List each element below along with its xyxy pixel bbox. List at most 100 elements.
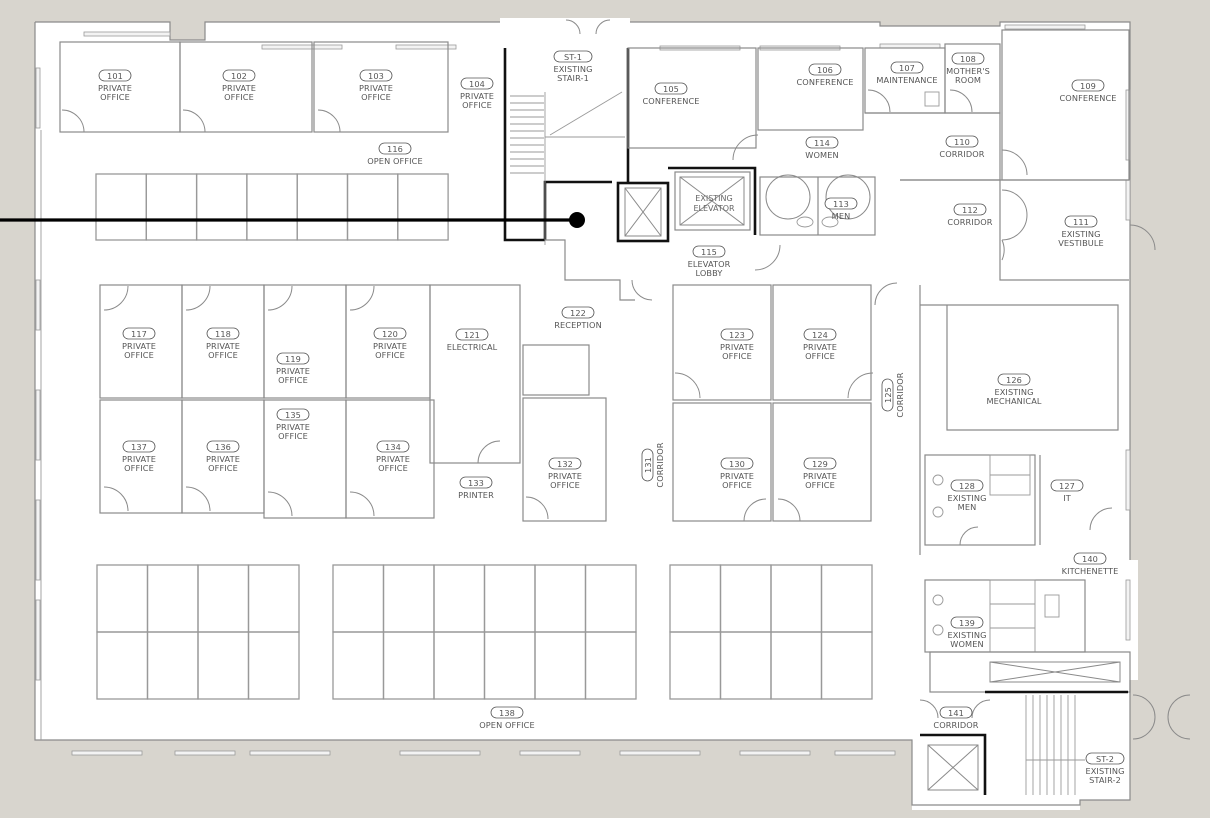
room-name: OFFICE	[124, 463, 154, 473]
room-name: CONFERENCE	[642, 96, 699, 106]
room-number: 102	[231, 71, 247, 81]
walls-top-offices	[59, 41, 449, 133]
walls-ne	[864, 29, 1156, 281]
room-name: LOBBY	[695, 268, 723, 278]
room-name: CONFERENCE	[1059, 93, 1116, 103]
room-name: OFFICE	[124, 350, 154, 360]
room-number: 131	[643, 457, 653, 473]
room-name: RECEPTION	[554, 320, 602, 330]
room-name: OFFICE	[805, 480, 835, 490]
room-name: EXISTING	[553, 64, 592, 74]
workstation-desk	[397, 173, 449, 241]
room-number: 128	[959, 481, 975, 491]
room-number: 110	[954, 137, 970, 147]
room-name: OFFICE	[722, 480, 752, 490]
room-name: OFFICE	[278, 431, 308, 441]
walls-center-offices	[672, 282, 898, 522]
room-number: 113	[833, 199, 849, 209]
room-name: OFFICE	[550, 480, 580, 490]
room-number: 105	[663, 84, 679, 94]
room-number: 124	[812, 330, 828, 340]
room-name: WOMEN	[805, 150, 838, 160]
room-name: OFFICE	[361, 92, 391, 102]
room-number: 101	[107, 71, 123, 81]
room-name: PRIVATE	[98, 83, 132, 93]
room-name: ELEVATOR	[688, 259, 731, 269]
room-name: PRIVATE	[122, 341, 156, 351]
room-name: EXISTING	[1061, 229, 1100, 239]
svg-text:ELEVATOR: ELEVATOR	[693, 204, 735, 213]
room-number: 122	[570, 308, 586, 318]
room-name: CONFERENCE	[796, 77, 853, 87]
room-name: OFFICE	[462, 100, 492, 110]
room-name: PRIVATE	[276, 366, 310, 376]
room-name: PRIVATE	[359, 83, 393, 93]
room-name: OFFICE	[208, 350, 238, 360]
walls-mid-offices	[99, 284, 607, 522]
room-number: 112	[962, 205, 978, 215]
room-name: PRIVATE	[206, 454, 240, 464]
room-number: 136	[215, 442, 231, 452]
elevator-label: EXISTING ELEVATOR	[693, 194, 735, 213]
room-name: STAIR-2	[1089, 775, 1121, 785]
room-number: 118	[215, 329, 231, 339]
room-number: 103	[368, 71, 384, 81]
room-number: 137	[131, 442, 147, 452]
workstation-cluster	[332, 564, 637, 700]
room-name: EXISTING	[994, 387, 1033, 397]
room-name: KITCHENETTE	[1062, 566, 1119, 576]
location-marker	[569, 212, 585, 228]
room-number: 134	[385, 442, 401, 452]
room-name: OFFICE	[722, 351, 752, 361]
building-footprint	[34, 18, 1138, 810]
room-number: 125	[883, 387, 893, 403]
room-number: 138	[499, 708, 515, 718]
room-name: PRIVATE	[548, 471, 582, 481]
room-name: MOTHER'S	[946, 66, 990, 76]
route-indicator	[0, 212, 585, 228]
restrooms-113-114	[759, 174, 876, 236]
room-number: 130	[729, 459, 745, 469]
room-name: EXISTING	[1085, 766, 1124, 776]
room-number: 107	[899, 63, 915, 73]
workstation-desk	[247, 631, 300, 700]
room-name: WOMEN	[950, 639, 983, 649]
room-name: MEN	[958, 502, 977, 512]
room-name: CORRIDOR	[895, 372, 905, 417]
room-name: STAIR-1	[557, 73, 589, 83]
room-name: OFFICE	[805, 351, 835, 361]
room-name: CORRIDOR	[655, 442, 665, 487]
room-number: 117	[131, 329, 147, 339]
room-number: 115	[701, 247, 717, 257]
room-number: 126	[1006, 375, 1022, 385]
room-name: PRIVATE	[803, 471, 837, 481]
room-number: 120	[382, 329, 398, 339]
room-number: ST-2	[1096, 754, 1114, 764]
